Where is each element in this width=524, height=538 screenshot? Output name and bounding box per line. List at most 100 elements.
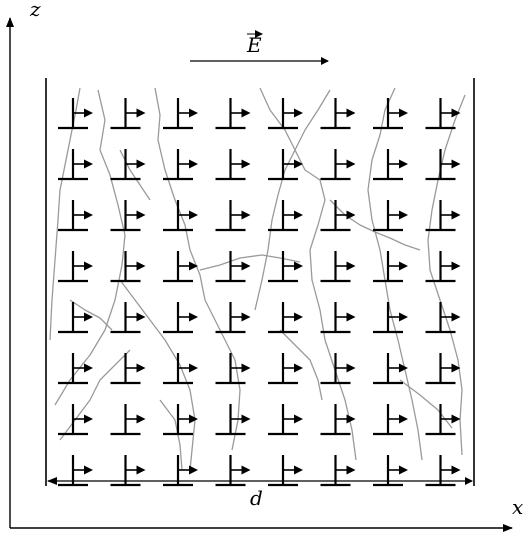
field-arrow-head [399, 312, 408, 322]
field-arrow-head [84, 312, 93, 322]
dimension-indicator: d [47, 477, 473, 510]
field-arrow-head [399, 108, 408, 118]
crack-line [427, 94, 466, 456]
crack-line [367, 87, 423, 461]
field-arrow-head [84, 159, 93, 169]
field-arrow-head [294, 465, 303, 475]
field-arrow-head [84, 108, 93, 118]
dislocation-symbol [373, 302, 408, 334]
dislocation-symbol [163, 302, 198, 334]
dislocation-symbol [163, 353, 198, 385]
field-arrow-head [294, 312, 303, 322]
sample-region [45, 78, 475, 486]
field-arrow-head [346, 414, 356, 424]
crack-line [119, 279, 196, 471]
crack-line [329, 199, 421, 251]
crack-line [54, 89, 126, 406]
field-arrow-head [189, 312, 198, 322]
dislocation-symbol [320, 98, 356, 130]
field-arrow-head [136, 159, 146, 169]
field-arrow-head [451, 108, 461, 118]
dislocation-symbol [110, 404, 146, 436]
dislocation-symbol [268, 251, 303, 283]
field-arrow-head [294, 414, 303, 424]
crack-line [279, 329, 323, 401]
dislocation-symbol [425, 251, 461, 283]
field-arrow-head [189, 363, 198, 373]
dislocation-symbol [268, 404, 303, 436]
field-arrow-head [241, 108, 251, 118]
dislocation-symbol [320, 353, 356, 385]
dislocation-symbol [215, 200, 251, 232]
dislocation-symbol [268, 149, 303, 181]
electric-field-label: E [246, 33, 262, 57]
dislocation-lattice [58, 98, 461, 487]
field-arrow-head [241, 210, 251, 220]
dislocation-symbol [163, 251, 198, 283]
field-arrow-head [399, 363, 408, 373]
dislocation-symbol [110, 149, 146, 181]
field-arrow-head [241, 363, 251, 373]
dislocation-symbol [163, 149, 198, 181]
dislocation-symbol [320, 200, 356, 232]
field-arrow-head [346, 465, 356, 475]
dislocation-symbol [373, 98, 408, 130]
field-arrow-head [346, 312, 356, 322]
dislocation-symbol [268, 302, 303, 334]
dislocation-symbol [425, 353, 461, 385]
crack-line [154, 87, 241, 451]
dislocation-symbol [320, 302, 356, 334]
dislocation-symbol [58, 149, 93, 181]
dislocation-symbol [373, 353, 408, 385]
field-arrow-head [451, 261, 461, 271]
z-axis-label: z [29, 0, 41, 21]
dislocation-symbol [110, 302, 146, 334]
field-arrow-head [346, 363, 356, 373]
field-arrow-head [346, 261, 356, 271]
field-arrow-head [84, 210, 93, 220]
field-arrow-head [451, 210, 461, 220]
dislocation-symbol [215, 353, 251, 385]
field-arrow-head [136, 414, 146, 424]
dislocation-symbol [215, 251, 251, 283]
dislocation-symbol [320, 149, 356, 181]
dislocation-symbol [110, 200, 146, 232]
crack-line [69, 299, 113, 331]
dislocation-symbol [58, 251, 93, 283]
field-arrow-head [294, 108, 303, 118]
field-arrow-head [136, 210, 146, 220]
dislocation-symbol [163, 98, 198, 130]
field-arrow-head [451, 414, 461, 424]
field-arrow-head [84, 414, 93, 424]
field-arrow-head [189, 414, 198, 424]
dislocation-symbol [58, 404, 93, 436]
dislocation-symbol [373, 149, 408, 181]
field-arrow-head [136, 363, 146, 373]
field-arrow-head [189, 465, 198, 475]
field-arrow-head [84, 261, 93, 271]
field-arrow-head [241, 465, 251, 475]
field-arrow-head [294, 261, 303, 271]
field-arrow-head [84, 465, 93, 475]
dislocation-symbol [320, 251, 356, 283]
field-arrow-head [346, 159, 356, 169]
field-arrow-head [451, 465, 461, 475]
dislocation-symbol [58, 302, 93, 334]
field-arrow-head [241, 261, 251, 271]
field-arrow-head [399, 414, 408, 424]
dislocation-symbol [215, 404, 251, 436]
dislocation-symbol [425, 98, 461, 130]
field-arrow-head [241, 159, 251, 169]
dislocation-symbol [425, 302, 461, 334]
dislocation-symbol [320, 404, 356, 436]
dislocation-symbol [163, 200, 198, 232]
crack-line [49, 87, 81, 341]
dislocation-symbol [373, 251, 408, 283]
field-arrow-head [294, 363, 303, 373]
dislocation-symbol [110, 98, 146, 130]
dislocation-symbol [268, 98, 303, 130]
field-arrow-head [189, 159, 198, 169]
crack-network [49, 87, 466, 471]
dislocation-symbol [425, 455, 461, 487]
dislocation-symbol [215, 302, 251, 334]
